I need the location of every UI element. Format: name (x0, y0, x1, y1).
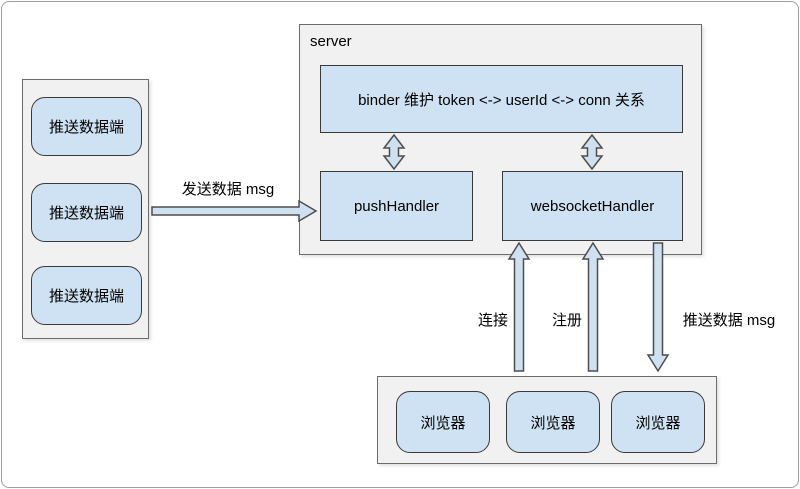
push-data-edge-label: 推送数据 msg (682, 312, 776, 329)
browser-group: 浏览器 浏览器 浏览器 (377, 376, 717, 464)
push-source-node: 推送数据端 (31, 266, 142, 325)
browser-label: 浏览器 (635, 414, 681, 432)
send-data-edge-label: 发送数据 msg (181, 181, 275, 198)
binder-node: binder 维护 token <-> userId <-> conn 关系 (320, 65, 683, 133)
send-data-arrow (151, 199, 318, 223)
register-arrow (581, 241, 605, 372)
websocket-handler-node: websocketHandler (502, 171, 683, 241)
browser-node: 浏览器 (611, 391, 705, 453)
push-source-label: 推送数据端 (48, 205, 124, 222)
browser-label: 浏览器 (420, 414, 466, 432)
push-source-label: 推送数据端 (48, 288, 124, 305)
connect-arrow (507, 241, 531, 372)
push-source-node: 推送数据端 (31, 183, 142, 242)
push-handler-node: pushHandler (320, 171, 473, 241)
connect-edge-label: 连接 (477, 312, 508, 329)
server-group-title: server (310, 33, 352, 50)
push-source-node: 推送数据端 (31, 97, 142, 156)
websocket-handler-label: websocketHandler (530, 197, 655, 215)
browser-node: 浏览器 (506, 391, 600, 453)
push-source-label: 推送数据端 (48, 119, 124, 136)
browser-label: 浏览器 (530, 414, 576, 432)
push-source-group: 推送数据端 推送数据端 推送数据端 (22, 79, 149, 339)
register-edge-label: 注册 (551, 312, 582, 329)
push-handler-label: pushHandler (353, 197, 440, 215)
browser-node: 浏览器 (396, 391, 490, 453)
binder-label: binder 维护 token <-> userId <-> conn 关系 (358, 91, 645, 109)
server-group: server binder 维护 token <-> userId <-> co… (299, 24, 702, 255)
push-data-arrow (646, 242, 670, 373)
